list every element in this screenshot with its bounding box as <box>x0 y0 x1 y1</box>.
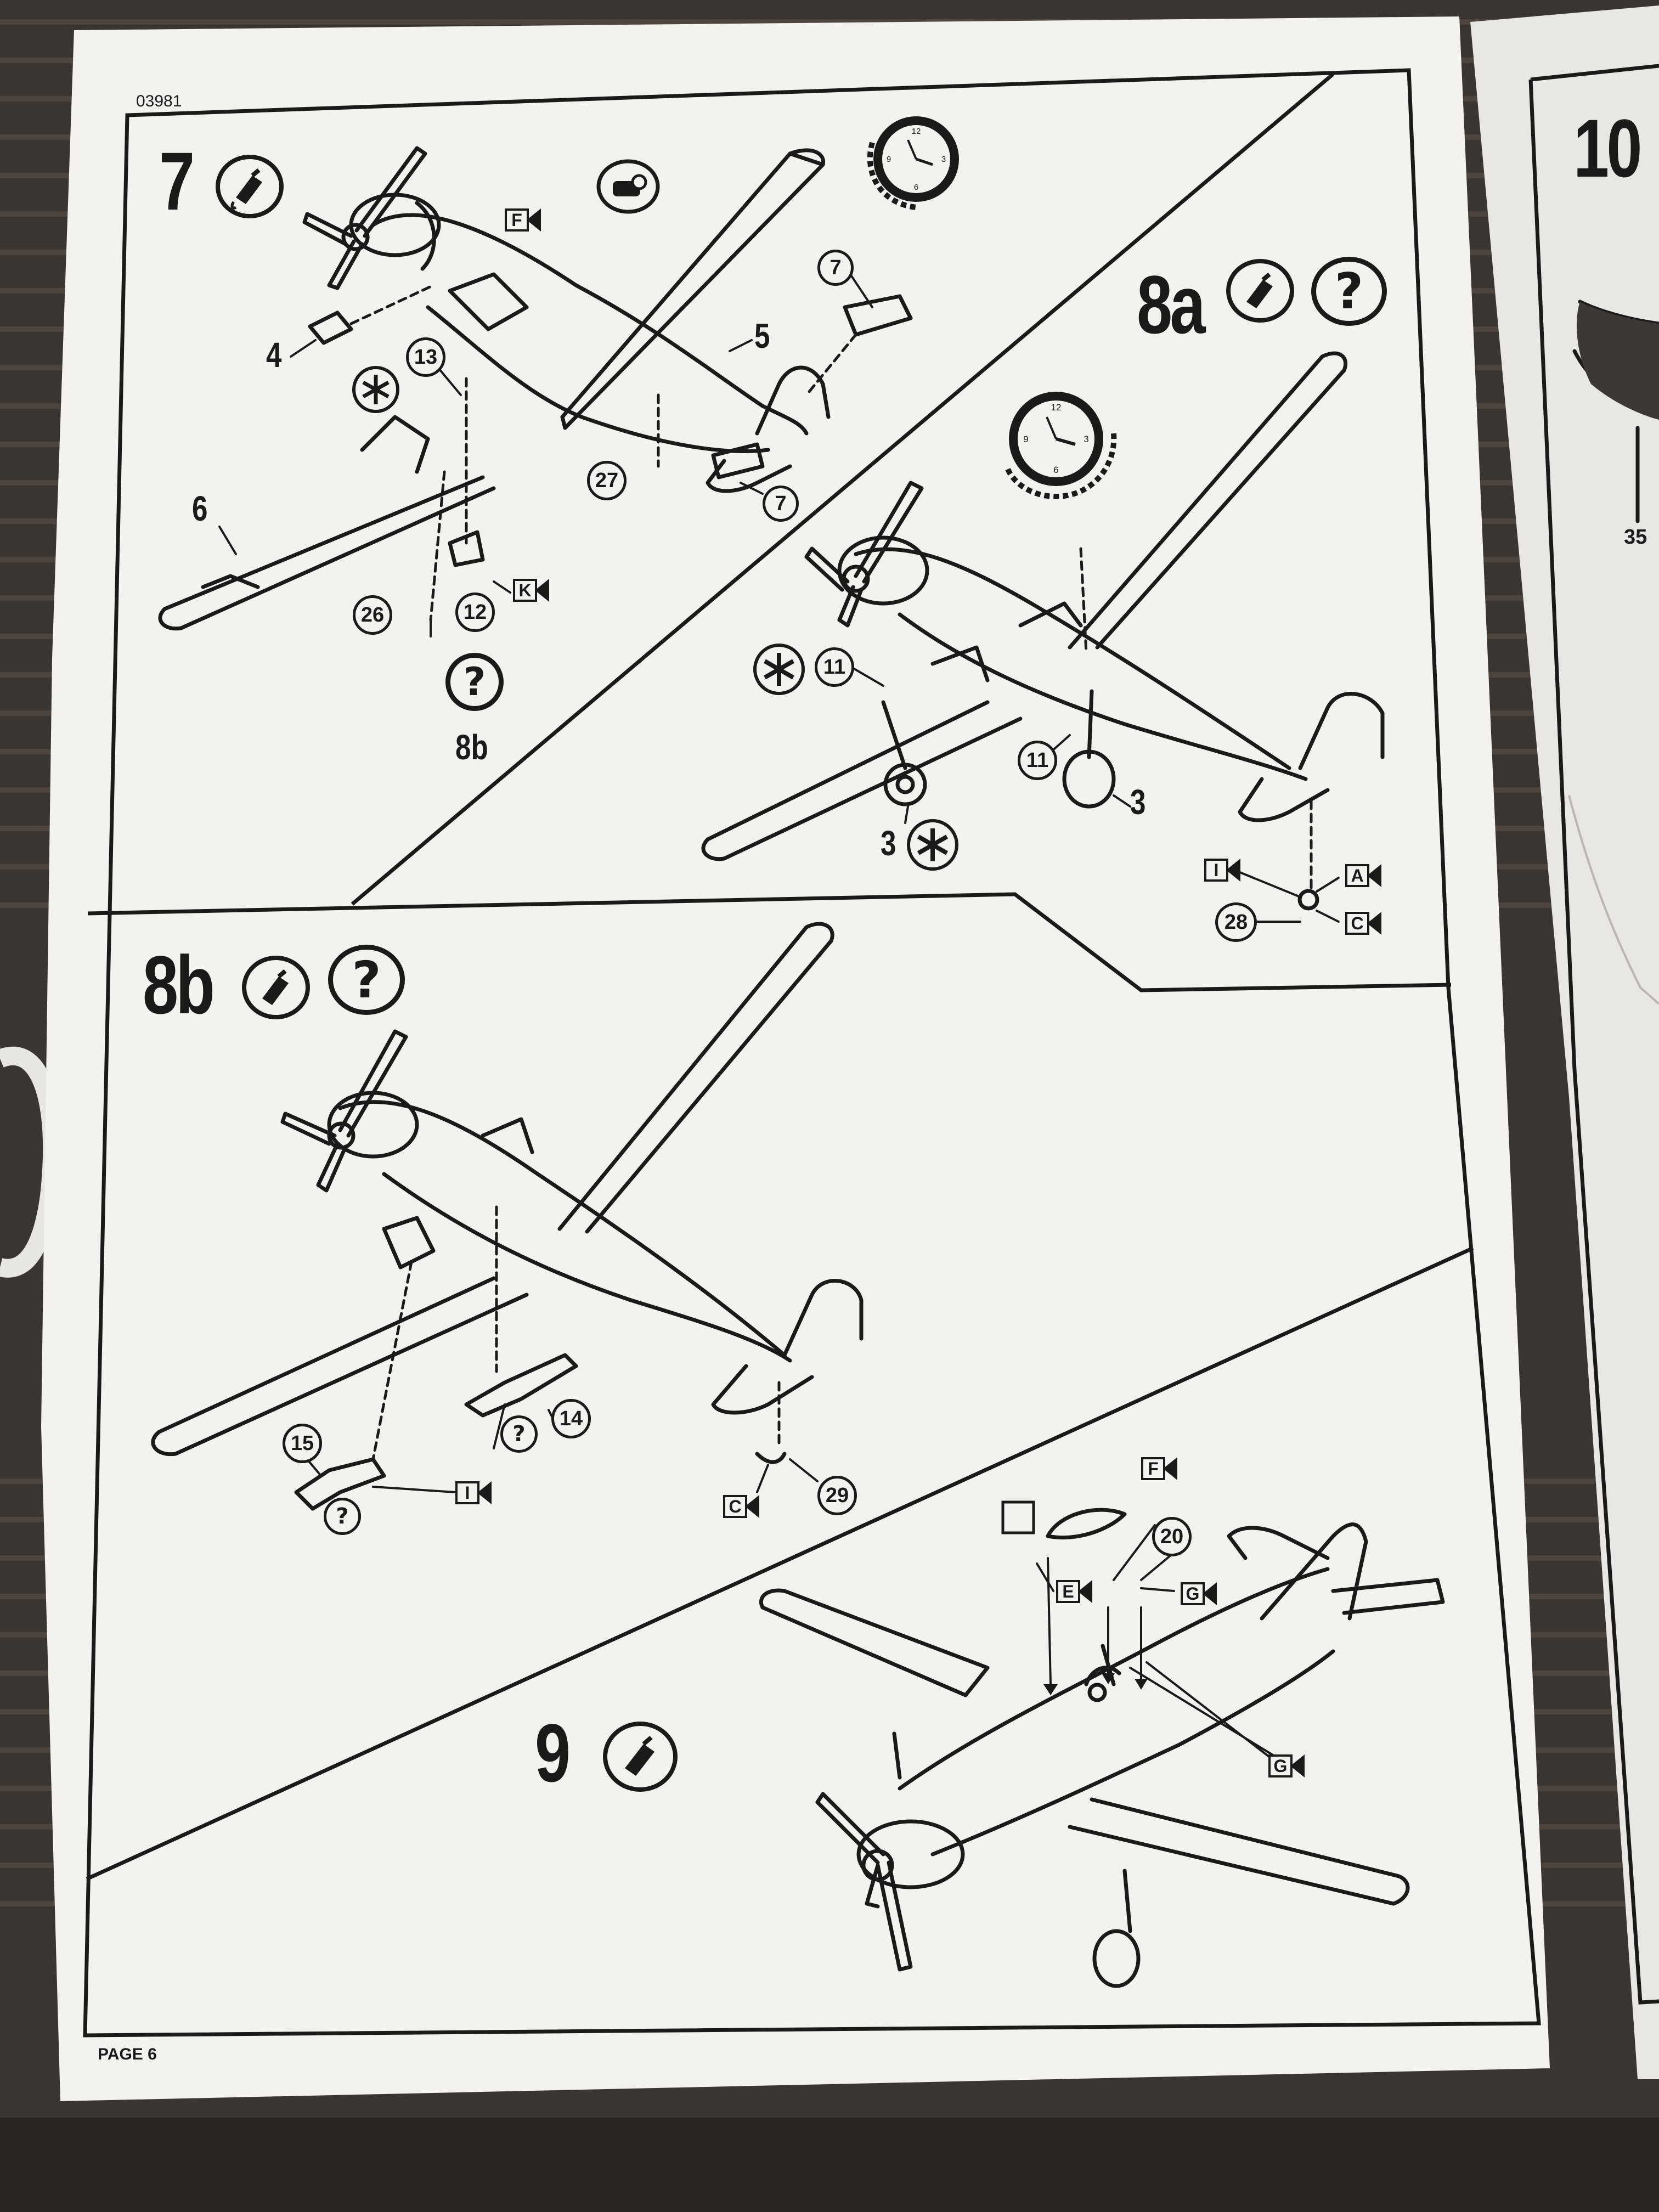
step-7-next-step-label: 8b <box>455 727 488 767</box>
part-circle: 7 <box>817 250 854 286</box>
step8b-airplane <box>151 922 864 1511</box>
question-icon: ? <box>445 653 504 711</box>
question-icon: ? <box>500 1415 538 1453</box>
step8a-airplane <box>701 351 1385 911</box>
blank-decal-box <box>1001 1500 1035 1534</box>
step-8b-number: 8b <box>143 939 215 1031</box>
divider-8b-9 <box>86 1246 1474 1881</box>
svg-text:9: 9 <box>1023 434 1028 444</box>
divider-7-8a <box>351 72 1335 906</box>
document-code: 03981 <box>136 92 182 110</box>
decal-flag: I <box>455 1481 492 1504</box>
glue-tube-icon <box>601 1720 680 1794</box>
decal-flag: I <box>1204 859 1240 882</box>
part-number: 4 <box>266 335 282 375</box>
cement-dispenser-icon <box>595 159 661 214</box>
page-number-footer: PAGE 6 <box>98 2045 157 2063</box>
decal-flag: C <box>723 1495 759 1518</box>
svg-text:12: 12 <box>912 127 921 136</box>
step-10-number: 10 <box>1573 102 1642 194</box>
svg-text:6: 6 <box>1053 465 1058 475</box>
part-circle: 26 <box>353 595 392 635</box>
part-circle: 29 <box>817 1476 857 1515</box>
asterisk-icon <box>752 642 806 697</box>
decal-flag: A <box>1345 864 1381 887</box>
question-icon: ? <box>324 1498 361 1535</box>
part-circle: 20 <box>1152 1517 1192 1556</box>
part-circle: 7 <box>763 486 799 522</box>
step-8a-number: 8a <box>1137 258 1205 351</box>
next-page-sheet <box>1470 5 1659 2079</box>
page-sheet <box>41 16 1550 2101</box>
part-circle: 28 <box>1215 902 1257 942</box>
divider-8a-8b <box>87 892 1452 992</box>
glue-tube-icon <box>1224 258 1296 324</box>
page-border <box>83 68 1541 2038</box>
part-number: 5 <box>754 316 770 356</box>
clock-icon: 12 3 6 9 <box>988 384 1119 505</box>
glue-tube-icon <box>214 154 285 219</box>
decal-flag: K <box>513 579 549 602</box>
asterisk-icon <box>351 365 400 414</box>
svg-text:3: 3 <box>1084 434 1088 444</box>
svg-text:9: 9 <box>887 155 891 164</box>
decal-flag: F <box>505 208 541 232</box>
part-number: 6 <box>192 489 208 528</box>
step9-airplane <box>759 1508 1445 1988</box>
decal-flag: F <box>1141 1457 1177 1480</box>
svg-text:12: 12 <box>1051 402 1062 413</box>
step7-airplane <box>158 146 913 631</box>
part-circle: 11 <box>1018 741 1057 780</box>
question-icon: ? <box>328 945 405 1015</box>
decal-flag: G <box>1181 1582 1217 1605</box>
decal-flag: C <box>1345 912 1381 935</box>
question-icon: ? <box>1311 257 1387 326</box>
svg-text:6: 6 <box>914 183 918 192</box>
clock-icon: 12 3 6 9 <box>856 110 966 219</box>
part-circle: 12 <box>455 592 495 632</box>
svg-text:3: 3 <box>941 155 946 164</box>
decal-flag: G <box>1268 1754 1305 1778</box>
part-circle: 13 <box>406 337 445 377</box>
part-circle: 14 <box>551 1399 591 1438</box>
part-number: 3 <box>1130 782 1146 822</box>
decal-flag: E <box>1056 1580 1092 1603</box>
asterisk-icon <box>905 817 960 872</box>
part-circle: 15 <box>283 1424 322 1463</box>
part-number: 3 <box>881 823 896 863</box>
part-circle: 27 <box>587 461 627 500</box>
part-number: 35 <box>1624 526 1647 549</box>
part-circle: 11 <box>815 647 854 687</box>
step-7-number: 7 <box>159 135 195 227</box>
step-9-number: 9 <box>535 1707 571 1799</box>
glue-tube-icon <box>240 955 312 1020</box>
